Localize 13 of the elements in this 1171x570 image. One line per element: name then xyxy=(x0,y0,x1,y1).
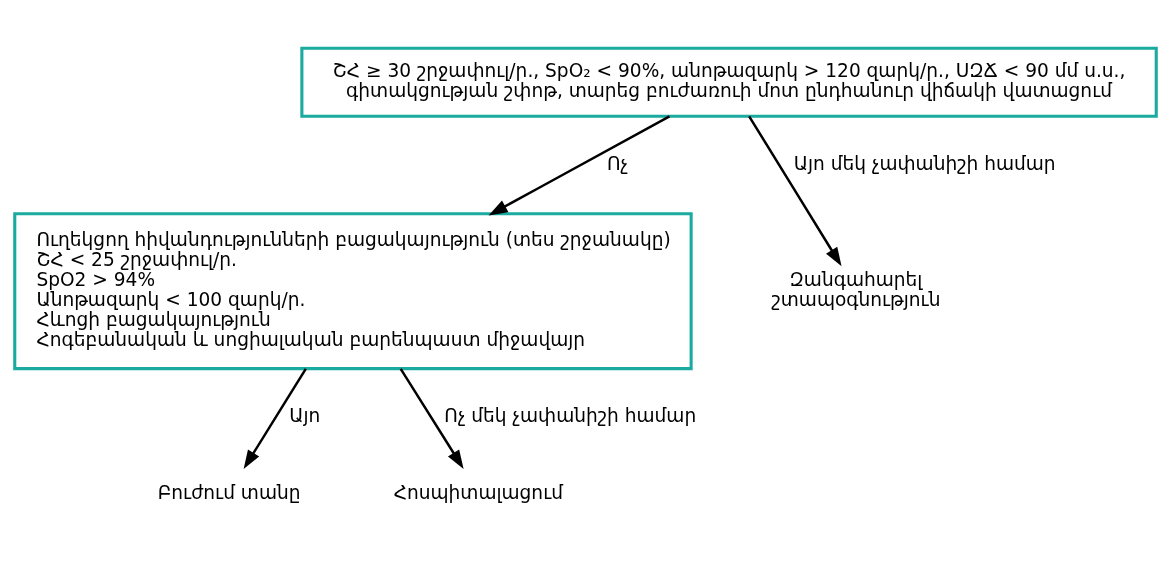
arrow xyxy=(243,368,307,469)
node-box: ՇՀ ≥ 30 շրջափուլ/ր., SpO₂ < 90%, անոթազարկ > 120 զարկ/ր., ՍԶՃ < 90 մմ ս.ս., գիտակցության շփոթ, տարեց բուժառուի մոտ ընդհանուր վիճակի վատացում xyxy=(300,46,1158,118)
edge-label: Այո մեկ չափանիշի համար xyxy=(793,152,1056,174)
edge-label: Ոչ մեկ չափանիշի համար xyxy=(444,405,697,427)
edge-label: Ոչ xyxy=(606,152,629,174)
arrow xyxy=(748,115,842,267)
edge-label: Այո xyxy=(289,405,321,427)
arrow xyxy=(488,115,671,216)
arrow xyxy=(399,368,464,469)
node-text: Բուժում տանը xyxy=(157,481,301,503)
node-text: Զանգահարել շտապօգնություն xyxy=(771,268,941,311)
node-box: Ուղեկցող հիվանդությունների բացակայություն (տես շրջանակը) ՇՀ < 25 շրջափուլ/ր. SpO2 > 94% Անոթազարկ < 100 զարկ/ր. Հևոցի բացակայություն Հոգեբանական և սոցիալական բարենպաստ միջավայր xyxy=(13,212,693,371)
node-text: Հոսպիտալացում xyxy=(393,481,563,503)
